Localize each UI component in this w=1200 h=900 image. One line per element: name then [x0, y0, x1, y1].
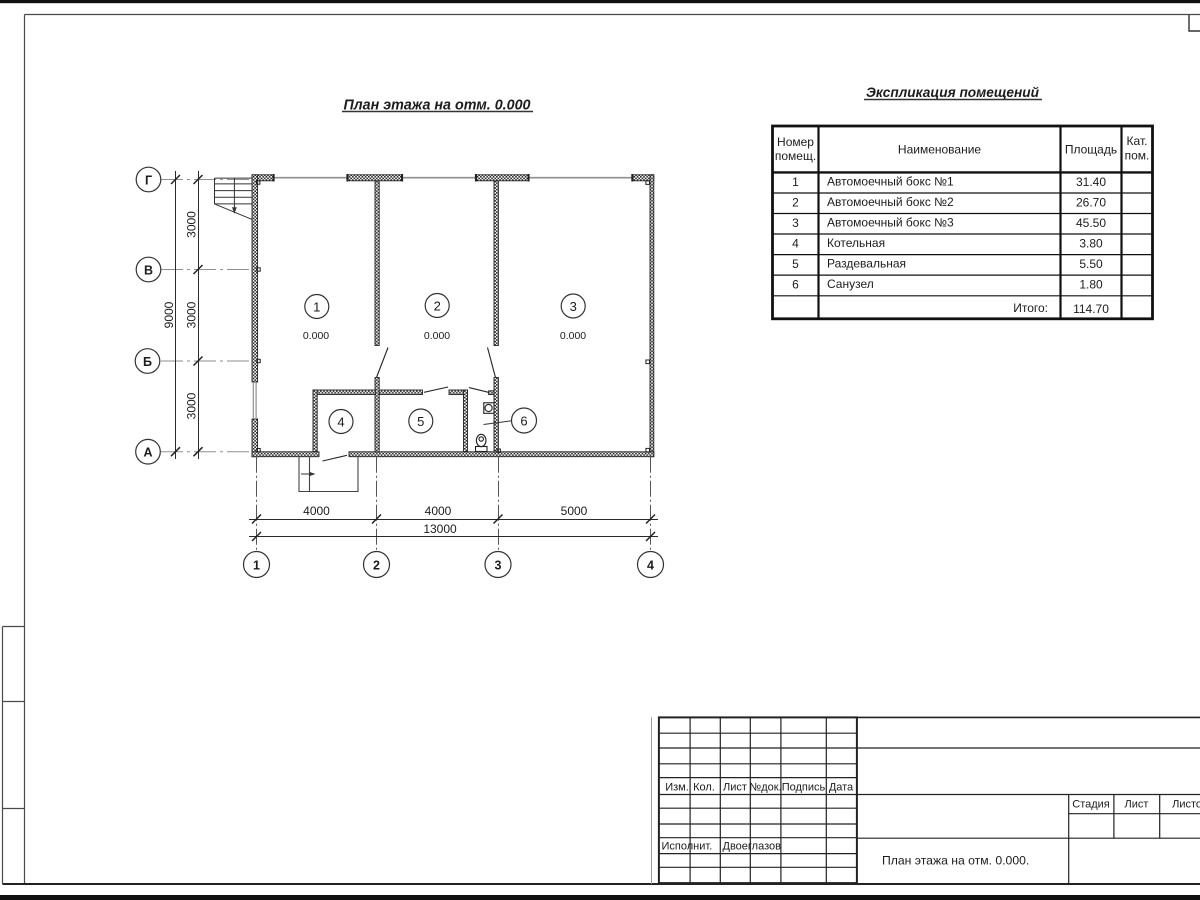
svg-text:Подпись: Подпись: [782, 782, 826, 794]
svg-text:Г: Г: [145, 173, 152, 187]
svg-text:0.000: 0.000: [424, 330, 450, 342]
svg-text:5: 5: [792, 257, 799, 271]
svg-text:26.70: 26.70: [1076, 195, 1106, 209]
svg-text:помещ.: помещ.: [775, 149, 816, 163]
svg-text:№док.: №док.: [749, 782, 781, 794]
svg-text:3: 3: [495, 558, 502, 572]
svg-text:Исполнит.: Исполнит.: [662, 841, 713, 853]
svg-text:Автомоечный бокс №2: Автомоечный бокс №2: [827, 195, 954, 209]
svg-text:Номер: Номер: [777, 135, 814, 149]
svg-text:31.40: 31.40: [1076, 175, 1106, 189]
svg-text:9000: 9000: [162, 301, 176, 328]
svg-text:Кат.: Кат.: [1127, 134, 1148, 148]
svg-text:Изм.: Изм.: [665, 782, 689, 794]
svg-text:План этажа на отм. 0.000: План этажа на отм. 0.000: [343, 98, 530, 114]
svg-text:Дата: Дата: [829, 782, 854, 794]
svg-text:А: А: [143, 446, 152, 460]
svg-text:Листов: Листов: [1172, 799, 1200, 811]
svg-text:Кол.: Кол.: [693, 782, 715, 794]
svg-text:45.50: 45.50: [1076, 216, 1106, 230]
svg-text:1: 1: [792, 175, 799, 189]
svg-text:3000: 3000: [185, 211, 199, 238]
svg-text:Лист: Лист: [1125, 799, 1149, 811]
svg-text:4: 4: [647, 558, 654, 572]
svg-text:Раздевальная: Раздевальная: [827, 257, 906, 271]
svg-text:4000: 4000: [303, 504, 330, 518]
svg-text:6: 6: [792, 278, 799, 292]
svg-text:13000: 13000: [423, 522, 457, 536]
svg-text:114.70: 114.70: [1073, 302, 1109, 316]
svg-text:5000: 5000: [561, 504, 588, 518]
svg-text:1: 1: [313, 299, 320, 314]
svg-text:Экспликация помещений: Экспликация помещений: [866, 85, 1040, 100]
svg-text:Б: Б: [143, 355, 152, 369]
svg-text:Автомоечный бокс №3: Автомоечный бокс №3: [827, 216, 954, 230]
svg-text:Стадия: Стадия: [1072, 799, 1110, 811]
svg-text:Автомоечный бокс №1: Автомоечный бокс №1: [827, 174, 954, 188]
svg-text:Котельная: Котельная: [827, 236, 885, 250]
svg-text:Итого:: Итого:: [1013, 301, 1048, 315]
svg-text:3: 3: [792, 216, 799, 230]
svg-text:Наименование: Наименование: [898, 143, 982, 157]
svg-text:5: 5: [417, 414, 424, 429]
svg-text:0.000: 0.000: [303, 330, 329, 342]
svg-text:2: 2: [373, 558, 380, 572]
svg-text:Санузел: Санузел: [827, 277, 874, 291]
svg-text:4: 4: [792, 236, 799, 250]
svg-text:Площадь: Площадь: [1065, 143, 1117, 157]
svg-text:4: 4: [337, 414, 344, 429]
svg-text:1: 1: [253, 558, 260, 572]
svg-text:0.000: 0.000: [560, 330, 586, 342]
svg-text:6: 6: [520, 413, 527, 428]
svg-text:3000: 3000: [185, 301, 199, 328]
svg-text:5.50: 5.50: [1079, 257, 1103, 271]
svg-text:3.80: 3.80: [1079, 236, 1103, 250]
svg-text:3000: 3000: [185, 392, 199, 419]
svg-text:3: 3: [570, 299, 577, 314]
svg-text:пом.: пом.: [1125, 149, 1150, 163]
svg-text:Лист: Лист: [723, 782, 747, 794]
svg-text:4000: 4000: [425, 504, 452, 518]
svg-text:2: 2: [434, 298, 441, 313]
svg-text:План этажа на отм. 0.000.: План этажа на отм. 0.000.: [882, 854, 1029, 868]
svg-text:2: 2: [792, 195, 799, 209]
svg-text:1.80: 1.80: [1079, 278, 1103, 292]
svg-text:В: В: [144, 263, 153, 277]
svg-text:Двоеглазов: Двоеглазов: [723, 841, 782, 853]
